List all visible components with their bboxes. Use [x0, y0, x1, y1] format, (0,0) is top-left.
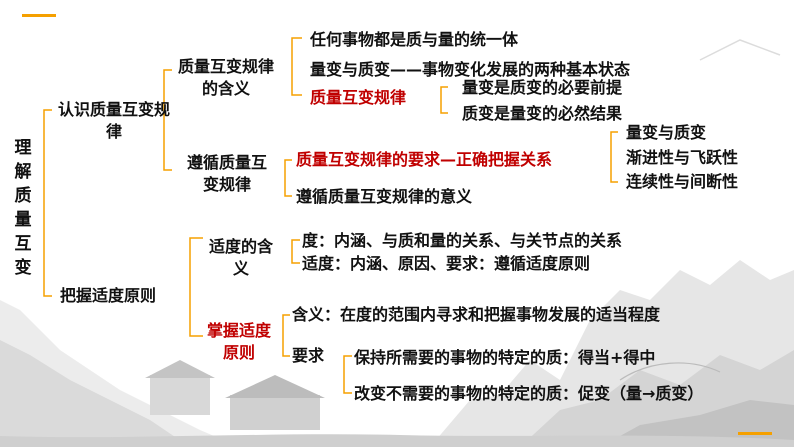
sub1-item-1: 任何事物都是质与量的统一体 — [310, 30, 519, 49]
branch1-sub2-title: 遵循质量互变规律 — [186, 153, 267, 194]
sub2-item-1-requirement: 质量互变规律的要求—正确把握关系 — [296, 150, 553, 169]
law-item-1: 量变是质变的必要前提 — [462, 78, 623, 97]
sub1-item-3-law: 质量互变规律 — [310, 88, 407, 107]
branch1-sub1-title: 质量互变规律的含义 — [178, 57, 275, 98]
sub2-item-2: 遵循质量互变规律的意义 — [296, 187, 473, 206]
relation-item-1: 量变与质变 — [626, 123, 707, 142]
principle-meaning: 含义：在度的范围内寻求和把握事物发展的适当程度 — [292, 305, 661, 324]
law-item-2: 质变是量变的必然结果 — [462, 104, 623, 123]
branch2-title: 把握适度原则 — [60, 286, 157, 305]
branch1-title: 认识质量互变规律 — [58, 100, 171, 141]
requirement-item-2: 改变不需要的事物的特定的质：促变（量→质变） — [354, 384, 704, 403]
sub1-item-2: 量变与质变——事物变化发展的两种基本状态 — [310, 60, 631, 79]
branch2-sub2-title: 掌握适度原则 — [206, 321, 271, 362]
requirement-item-1: 保持所需要的事物的特定的质：得当+得中 — [354, 348, 656, 367]
relation-item-2: 渐进性与飞跃性 — [626, 148, 739, 167]
branch2-sub1-title: 适度的含义 — [208, 237, 273, 278]
principle-requirement-label: 要求 — [292, 346, 325, 365]
bottom-accent-dash — [738, 432, 772, 435]
root-title: 理解质量互变 — [14, 138, 32, 278]
relation-item-3: 连续性与间断性 — [626, 172, 739, 191]
moderation-item-1: 度：内涵、与质和量的关系、与关节点的关系 — [302, 231, 623, 250]
moderation-item-2: 适度：内涵、原因、要求：遵循适度原则 — [302, 254, 591, 273]
top-accent-dash — [22, 14, 56, 17]
